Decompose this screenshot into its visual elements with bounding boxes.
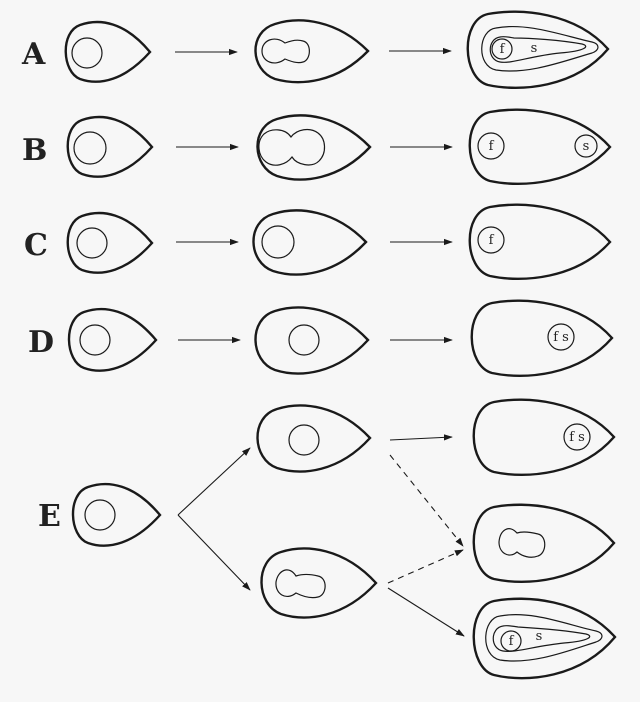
row-label-c: C <box>24 228 48 263</box>
row-c: f <box>66 203 612 281</box>
cell-a2-outline <box>254 19 370 84</box>
cell-a1-nucleus <box>71 37 103 69</box>
cell-e4-fs-label: f s <box>569 430 585 445</box>
cell-e4-fs-circle <box>563 423 591 451</box>
row-label-a: A <box>21 37 46 72</box>
cell-e6-f-circle <box>500 630 522 652</box>
cell-e1-nucleus <box>84 499 116 531</box>
cell-e4-outline <box>472 398 616 477</box>
cell-e3-bud <box>275 569 326 599</box>
row-e: f s f s <box>71 398 617 680</box>
row-b: f s <box>66 108 612 186</box>
cell-d2-nucleus <box>288 324 320 356</box>
cell-c2-nucleus <box>261 225 295 259</box>
cell-d2-outline <box>254 306 370 375</box>
cell-b2-outline <box>256 114 372 181</box>
cell-c1-nucleus <box>76 227 108 259</box>
cell-e2-outline <box>256 404 372 473</box>
cell-c2-outline <box>252 209 368 276</box>
row-d: f s <box>67 299 614 378</box>
cell-b3-outline <box>468 108 612 186</box>
cell-e6-f-label: f <box>509 634 515 649</box>
cell-a3-f-circle <box>491 38 513 60</box>
cell-e5-outline <box>472 503 616 584</box>
cell-d3-fs-circle <box>547 323 575 351</box>
arrow-e1-down <box>177 514 251 591</box>
arrow-e3-down <box>387 587 465 637</box>
cell-a3-s-label: s <box>531 41 538 56</box>
arrow-e2-right <box>389 434 453 441</box>
cell-d3-outline <box>470 299 614 378</box>
cell-e6-sheath-outer <box>485 614 603 662</box>
cell-a3-sheath-inner <box>489 35 587 63</box>
row-label-b: B <box>22 133 47 168</box>
cell-c3-f-circle <box>477 226 505 254</box>
cell-d1-outline <box>67 307 158 372</box>
cell-d1-nucleus <box>79 324 111 356</box>
cell-c3-f-label: f <box>489 233 495 248</box>
arrow-e2-dashed <box>389 454 464 547</box>
cell-e1-outline <box>71 482 162 547</box>
cell-b1-nucleus <box>73 131 107 165</box>
arrow-e3-dashed <box>387 549 464 584</box>
cell-a1-outline <box>64 20 152 83</box>
cell-e2-nucleus <box>288 424 320 456</box>
cell-c1-outline <box>66 211 154 274</box>
row-label-d: D <box>28 325 54 360</box>
cell-c3-outline <box>468 203 612 281</box>
cell-e3-outline <box>260 547 378 619</box>
cell-b3-s-label: s <box>583 139 590 154</box>
cell-b3-s-circle <box>574 134 598 158</box>
cell-b3-f-label: f <box>489 139 495 154</box>
cell-e6-outline <box>472 597 617 680</box>
cell-e6-sheath-inner <box>492 624 591 652</box>
row-label-e: E <box>38 499 61 534</box>
cell-e5-bud <box>498 528 546 558</box>
cell-e6-s-label: s <box>536 629 543 644</box>
cell-a3-sheath-outer <box>481 25 599 72</box>
row-a: f s <box>64 10 610 90</box>
cell-b3-f-circle <box>477 132 505 160</box>
cell-a3-outline <box>466 10 610 90</box>
cell-b1-outline <box>66 115 154 178</box>
cell-a3-f-label: f <box>500 42 506 57</box>
cell-b2-dividing <box>258 128 326 166</box>
cell-d3-fs-label: f s <box>553 330 569 345</box>
cell-a2-bud <box>261 38 310 64</box>
arrow-e1-up <box>177 447 251 516</box>
